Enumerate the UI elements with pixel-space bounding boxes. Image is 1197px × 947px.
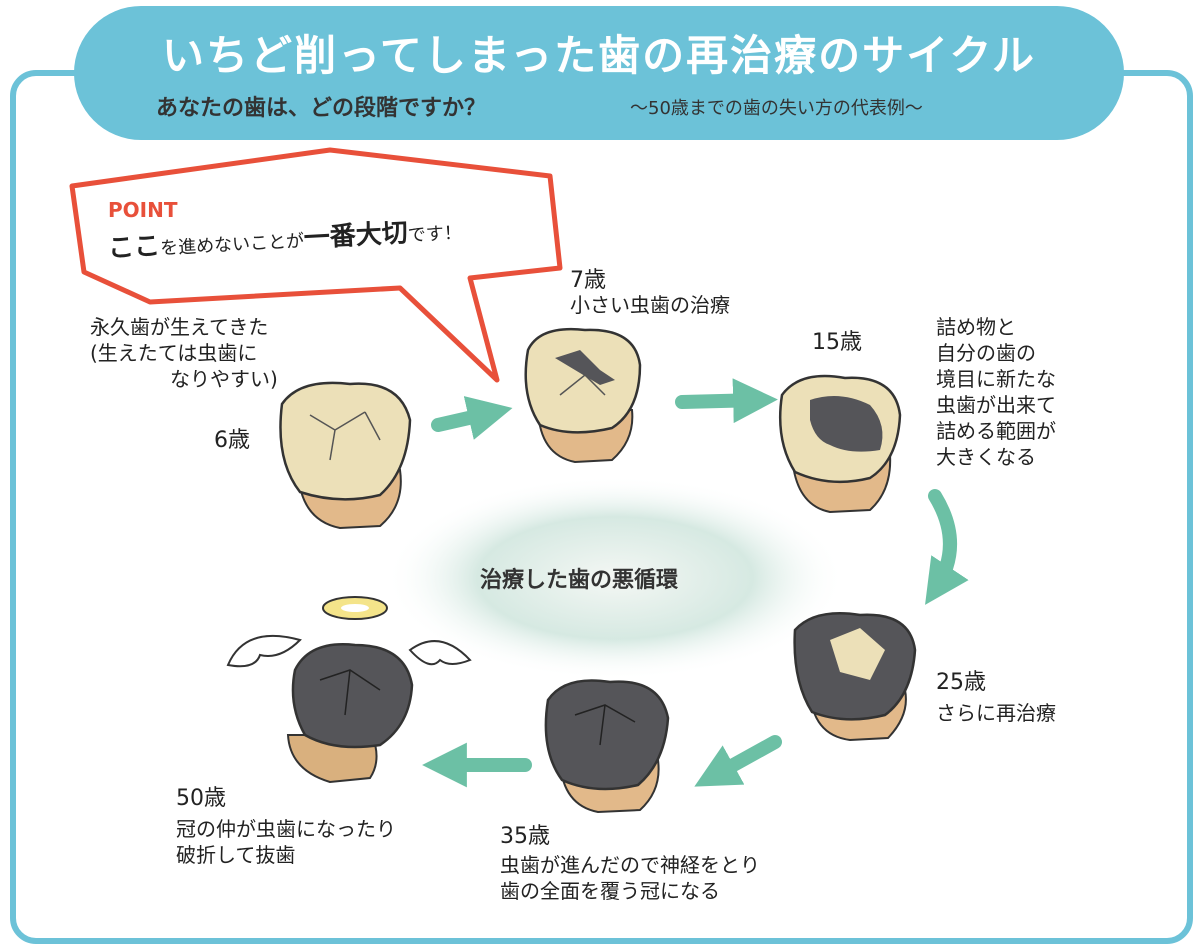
arrow-7-to-15 bbox=[675, 378, 778, 424]
point-text-here: ここ bbox=[107, 231, 161, 264]
point-text-mid: を進めないことが bbox=[159, 230, 305, 260]
cycle-center-label: 治療した歯の悪循環 bbox=[480, 568, 679, 593]
stage-15-desc-1: 詰め物と bbox=[936, 315, 1016, 339]
arrow-6-to-7 bbox=[431, 396, 513, 440]
page-subtitle: あなたの歯は、どの段階ですか？ bbox=[156, 96, 487, 121]
arrow-15-to-25 bbox=[925, 489, 969, 605]
stage-35-desc-1: 虫歯が進んだので神経をとり bbox=[500, 853, 760, 877]
point-speech-bubble bbox=[69, 147, 563, 383]
stage-50-desc-2: 破折して抜歯 bbox=[176, 843, 296, 867]
stage-25-desc-1: さらに再治療 bbox=[936, 701, 1056, 725]
stage-7-age: 7歳 bbox=[570, 268, 606, 293]
stage-15-desc-4: 虫歯が出来て bbox=[936, 393, 1056, 417]
left-wing bbox=[226, 634, 302, 668]
stage-35-age: 35歳 bbox=[500, 824, 550, 849]
stage-50-age: 50歳 bbox=[176, 786, 226, 811]
arrow-25-to-35 bbox=[694, 735, 782, 787]
stage-15-desc-5: 詰める範囲が bbox=[936, 419, 1056, 443]
page-title: いちど削ってしまった歯の再治療のサイクル bbox=[161, 31, 1037, 80]
stage-15-desc-3: 境目に新たな bbox=[936, 367, 1056, 391]
tooth-15-years bbox=[778, 374, 902, 514]
stage-6-desc-2: (生えたては虫歯に bbox=[90, 341, 258, 365]
tooth-25-years bbox=[793, 612, 917, 742]
tooth-35-years bbox=[544, 679, 670, 814]
cycle-center-glow bbox=[385, 476, 845, 680]
point-text-key: 一番大切 bbox=[303, 218, 409, 254]
stage-7-desc-1: 小さい虫歯の治療 bbox=[570, 293, 730, 317]
stage-6-desc-3: なりやすい) bbox=[170, 367, 278, 391]
point-label: POINT bbox=[108, 198, 178, 222]
stage-6-desc-1: 永久歯が生えてきた bbox=[90, 315, 269, 339]
header-banner: いちど削ってしまった歯の再治療のサイクル あなたの歯は、どの段階ですか？ 〜50… bbox=[74, 6, 1124, 140]
right-wing bbox=[408, 640, 472, 666]
tooth-7-years bbox=[524, 328, 642, 464]
tooth-6-years bbox=[279, 381, 412, 530]
page-subtitle-note: 〜50歳までの歯の失い方の代表例〜 bbox=[630, 98, 923, 119]
point-text-end: です！ bbox=[407, 222, 463, 247]
stage-6-age: 6歳 bbox=[214, 428, 250, 453]
stage-35-desc-2: 歯の全面を覆う冠になる bbox=[500, 879, 720, 903]
stage-15-desc-2: 自分の歯の bbox=[936, 341, 1036, 365]
tooth-50-years bbox=[226, 596, 472, 784]
stage-15-age: 15歳 bbox=[812, 330, 862, 355]
stage-25-age: 25歳 bbox=[936, 670, 986, 695]
stage-50-desc-1: 冠の仲が虫歯になったり bbox=[176, 817, 396, 841]
stage-15-desc-6: 大きくなる bbox=[936, 445, 1036, 469]
